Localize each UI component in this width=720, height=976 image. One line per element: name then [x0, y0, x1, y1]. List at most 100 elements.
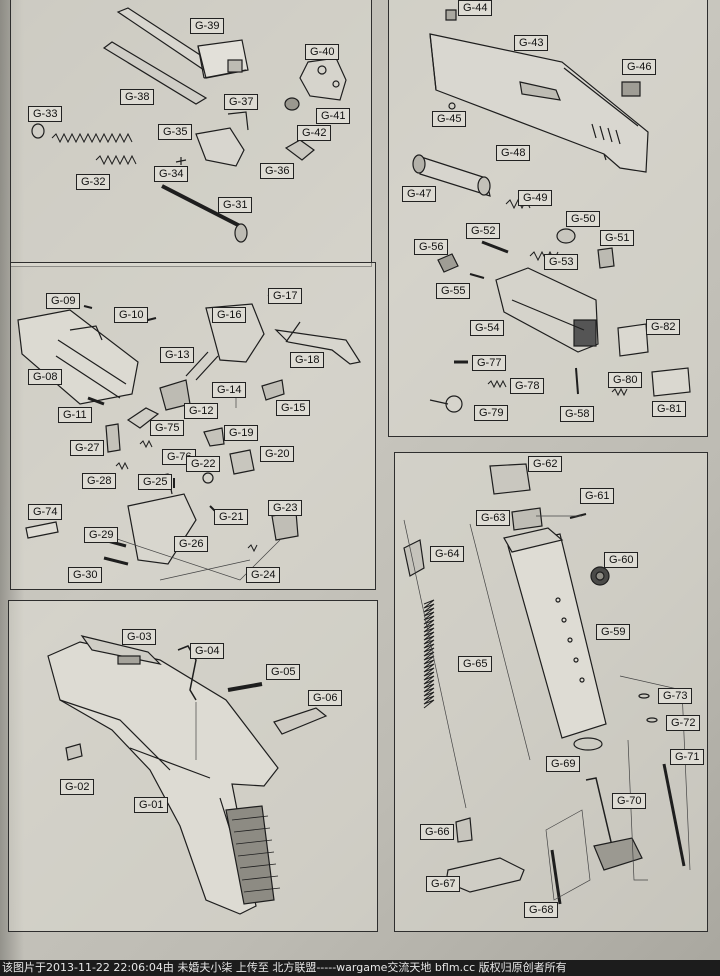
front-rail-part: [80, 635, 162, 665]
part-label-g09: G-09: [46, 293, 81, 309]
part-label-g22: G-22: [186, 456, 221, 472]
part-label-g72: G-72: [666, 715, 701, 731]
sear-part-23: [271, 511, 299, 541]
part-label-g59: G-59: [596, 624, 631, 640]
part-label-g33: G-33: [28, 106, 63, 122]
part-label-g79: G-79: [474, 405, 509, 421]
magazine-body-part: [503, 527, 607, 739]
part-label-g82: G-82: [646, 319, 681, 335]
part-label-g16: G-16: [212, 307, 247, 323]
washer-part-73: [638, 693, 650, 699]
part-label-g37: G-37: [224, 94, 259, 110]
recoil-spring-part: [51, 132, 137, 166]
spring-part-24: [247, 544, 258, 553]
part-label-g49: G-49: [518, 190, 553, 206]
part-label-g58: G-58: [560, 406, 595, 422]
part-label-g60: G-60: [604, 552, 639, 568]
part-label-g34: G-34: [154, 166, 189, 182]
part-label-g47: G-47: [402, 186, 437, 202]
part-label-g55: G-55: [436, 283, 471, 299]
part-label-g64: G-64: [430, 546, 465, 562]
part-label-g06: G-06: [308, 690, 343, 706]
part-label-g15: G-15: [276, 400, 311, 416]
frame-part: [47, 641, 281, 915]
part-label-g63: G-63: [476, 510, 511, 526]
part-label-g28: G-28: [82, 473, 117, 489]
part-label-g52: G-52: [466, 223, 501, 239]
chamber-block-part: [197, 39, 249, 79]
rear-sight-part: [621, 81, 641, 97]
part-label-g35: G-35: [158, 124, 193, 140]
slide-part: [429, 33, 649, 173]
part-label-g50: G-50: [566, 211, 601, 227]
part-label-g12: G-12: [184, 403, 219, 419]
tube-part-74: [25, 521, 59, 539]
gas-valve-part: [585, 777, 643, 871]
part-label-g51: G-51: [600, 230, 635, 246]
part-label-g13: G-13: [160, 347, 195, 363]
spring-seat-part: [455, 817, 473, 843]
part-label-g27: G-27: [70, 440, 105, 456]
upload-credit-footer: 该图片于2013-11-22 22:06:04由 未婚夫小柒 上传至 北方联盟-…: [0, 960, 720, 976]
part-label-g03: G-03: [122, 629, 157, 645]
part-label-g45: G-45: [432, 111, 467, 127]
small-pin-part: [575, 367, 579, 395]
part-label-g62: G-62: [528, 456, 563, 472]
part-label-g08: G-08: [28, 369, 63, 385]
hopup-chamber-part: [299, 57, 347, 101]
part-label-g70: G-70: [612, 793, 647, 809]
pin-part-68: [550, 849, 562, 905]
blowback-pin-part: [481, 240, 509, 254]
magazine-lip-part: [489, 463, 531, 495]
magazine-spring-part: [423, 599, 435, 709]
trigger-part-27: [105, 423, 121, 453]
valve-knocker-part: [597, 247, 615, 269]
outer-barrel-part: [102, 7, 216, 105]
part-label-g53: G-53: [544, 254, 579, 270]
part-label-g11: G-11: [58, 407, 92, 423]
spring-part-80: [611, 387, 628, 397]
part-label-g66: G-66: [420, 824, 455, 840]
pin-part-30: [103, 556, 129, 566]
magazine-valve-part: [590, 566, 610, 586]
part-label-g80: G-80: [608, 372, 643, 388]
blowback-unit-part: [495, 267, 599, 353]
part-label-g10: G-10: [114, 307, 149, 323]
part-label-g73: G-73: [658, 688, 693, 704]
rod-part-71: [662, 763, 686, 867]
takedown-lever-part: [429, 395, 463, 413]
part-label-g44: G-44: [458, 0, 493, 16]
part-label-g71: G-71: [670, 749, 705, 765]
nozzle-part: [412, 154, 491, 197]
part-label-g38: G-38: [120, 89, 155, 105]
valve-part: [556, 228, 576, 244]
small-spring-part: [487, 379, 507, 389]
trigger-bar-part: [274, 321, 361, 365]
part-label-g14: G-14: [212, 382, 247, 398]
part-label-g54: G-54: [470, 320, 505, 336]
part-label-g56: G-56: [414, 239, 449, 255]
part-label-g75: G-75: [150, 420, 185, 436]
housing-screw-part: [83, 305, 93, 309]
part-label-g02: G-02: [60, 779, 95, 795]
spring-part-22: [202, 472, 214, 484]
part-label-g30: G-30: [68, 567, 103, 583]
part-label-g41: G-41: [316, 108, 351, 124]
hammer-part-19: [203, 427, 225, 447]
part-label-g24: G-24: [246, 567, 281, 583]
trigger-housing-part: [17, 309, 139, 405]
follower-part: [511, 507, 543, 531]
part-label-g69: G-69: [546, 756, 581, 772]
lever-part-75: [126, 407, 160, 429]
front-sight-part: [445, 9, 457, 21]
pin-part-11: [87, 396, 105, 406]
sear-part-15: [261, 379, 285, 401]
part-label-g67: G-67: [426, 876, 461, 892]
part-label-g01: G-01: [134, 797, 169, 813]
valve-seat-part: [437, 253, 459, 273]
part-label-g78: G-78: [510, 378, 545, 394]
part-label-g18: G-18: [290, 352, 325, 368]
pin-part-05: [227, 682, 263, 692]
part-label-g04: G-04: [190, 643, 225, 659]
